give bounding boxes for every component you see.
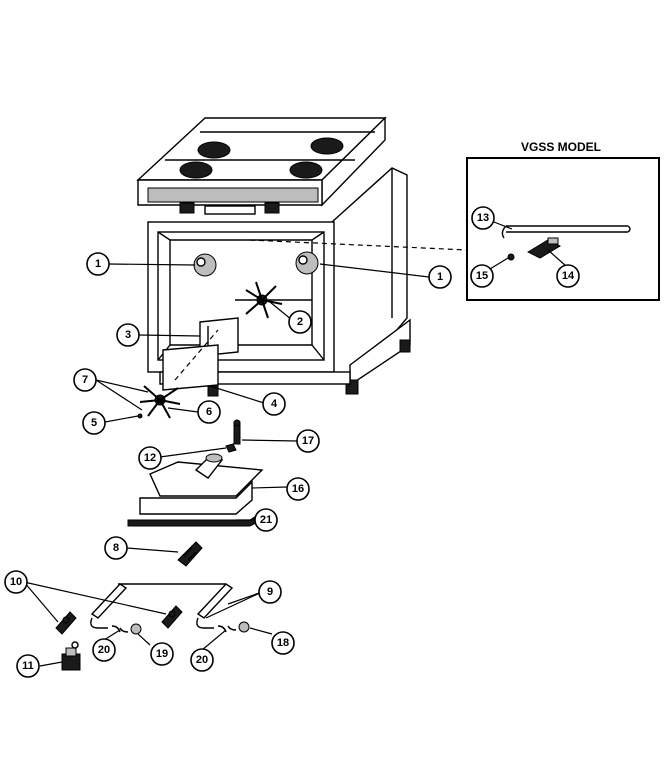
convection-fan [245,281,283,319]
callout-3: 3 [116,323,140,347]
svg-text:1: 1 [437,271,443,283]
rear-fan-plate [162,329,219,391]
svg-text:1: 1 [95,258,101,270]
callout-1-left: 1 [86,252,110,276]
callout-14: 14 [556,264,580,288]
svg-text:5: 5 [91,417,97,429]
svg-text:18: 18 [277,637,289,649]
callout-7: 7 [73,368,97,392]
svg-text:6: 6 [206,406,212,418]
svg-text:21: 21 [260,514,272,526]
callout-1-right: 1 [428,265,452,289]
oven-light-left [193,253,217,277]
svg-text:10: 10 [10,576,22,588]
svg-text:19: 19 [156,648,168,660]
burner-tube-right [196,583,234,633]
svg-text:2: 2 [297,316,303,328]
leader-lines [23,221,567,667]
ignition-right [161,605,183,629]
callout-21: 21 [254,508,278,532]
callout-5: 5 [82,411,106,435]
svg-text:14: 14 [562,270,575,282]
svg-text:13: 13 [477,212,489,224]
callout-9: 9 [258,580,282,604]
burner-box [139,453,264,515]
callout-11: 11 [16,654,40,678]
spark-nut [225,443,237,453]
svg-text:3: 3 [125,329,131,341]
callout-18: 18 [271,631,295,655]
burner-tube-left [90,583,128,633]
callout-20-left: 20 [92,638,116,662]
orifice-left [119,623,142,635]
svg-text:4: 4 [271,398,278,410]
svg-text:11: 11 [22,660,34,672]
burner-grates [165,131,375,179]
callout-16: 16 [286,477,310,501]
svg-text:8: 8 [113,542,119,554]
callout-17: 17 [296,429,320,453]
thermostat [61,641,81,671]
callout-20-right: 20 [190,648,214,672]
callout-19: 19 [150,642,174,666]
safety-valve [177,541,203,567]
callout-12: 12 [138,446,162,470]
fan-nut [137,413,143,419]
vgss-screw [507,253,515,261]
range-body [136,116,411,397]
igniter [233,419,241,445]
svg-text:17: 17 [302,435,314,447]
svg-text:20: 20 [196,654,208,666]
orifice-right [227,621,250,633]
inset-title: VGSS MODEL [521,140,601,154]
svg-text:7: 7 [82,374,88,386]
callout-10: 10 [4,570,28,594]
callout-4: 4 [262,392,286,416]
callout-15: 15 [470,264,494,288]
svg-text:16: 16 [292,483,304,495]
callout-2: 2 [288,310,312,334]
svg-text:15: 15 [476,270,488,282]
fan-blade [139,385,181,419]
svg-text:20: 20 [98,644,110,656]
callout-8: 8 [104,536,128,560]
oven-light-right [295,251,319,275]
vgss-model-inset: VGSS MODEL [466,140,660,301]
callout-13: 13 [471,206,495,230]
svg-text:9: 9 [267,586,273,598]
vgss-valve [526,237,562,259]
svg-text:12: 12 [144,452,156,464]
callout-6: 6 [197,400,221,424]
ignition-left [55,611,77,635]
